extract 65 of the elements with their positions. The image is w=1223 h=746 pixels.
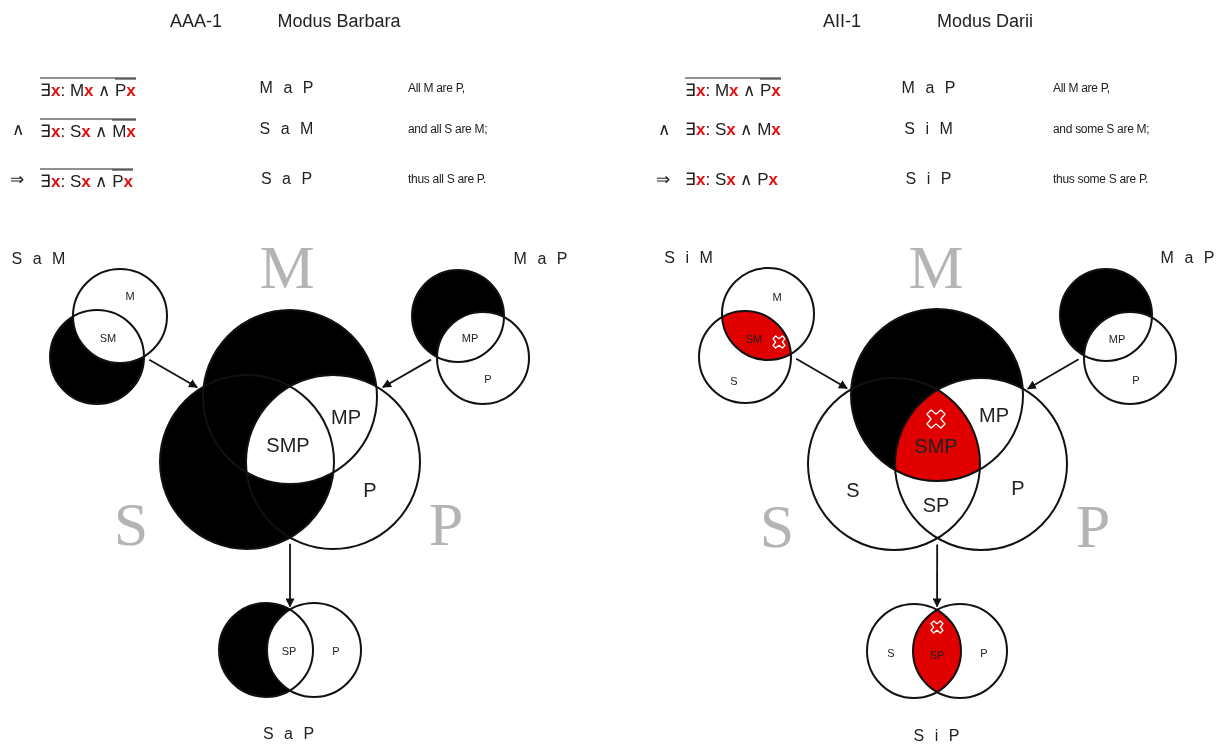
formula: ∃x: Sx ∧ Px: [40, 168, 133, 190]
region-label: MP: [1108, 333, 1126, 345]
region-label: SP: [281, 645, 297, 657]
region-label: P: [363, 480, 377, 500]
heading: AII-1: [823, 12, 861, 30]
sentence: All M are P,: [1053, 82, 1110, 94]
operator-symbol: ⇒: [656, 170, 670, 188]
region-label: P: [980, 647, 988, 659]
region-label: SMP: [914, 436, 958, 456]
venn-heading: S a M: [11, 251, 69, 267]
region-label: P: [484, 373, 492, 385]
region-label: SM: [745, 333, 763, 345]
region-label: MP: [979, 405, 1009, 425]
formula: ∃x: Sx ∧ Px: [685, 170, 778, 188]
operator-symbol: ⇒: [10, 170, 24, 188]
region-label: P: [332, 645, 340, 657]
region-label: SM: [99, 332, 117, 344]
heading: Modus Barbara: [277, 12, 401, 30]
heading: Modus Darii: [937, 12, 1033, 30]
venn-heading: M a P: [513, 251, 571, 267]
region-label: SP: [929, 649, 945, 661]
set-letter: M: [908, 236, 964, 298]
region-label: S: [846, 480, 860, 500]
operator-symbol: ∧: [658, 120, 670, 138]
formula: ∃x: Sx ∧ Mx: [40, 118, 136, 140]
proposition-label: S i P: [905, 171, 955, 187]
arrow: [285, 542, 295, 608]
set-letter: S: [759, 495, 795, 557]
arrow: [381, 358, 432, 389]
formula: ∃x: Mx ∧ Px: [685, 77, 781, 99]
formula: ∃x: Mx ∧ Px: [40, 77, 136, 99]
region-label: P: [1132, 374, 1140, 386]
proposition-label: S i M: [904, 121, 956, 137]
arrow: [148, 358, 198, 389]
region-label: P: [1011, 478, 1025, 498]
region-label: M: [772, 291, 782, 303]
set-letter: P: [428, 493, 464, 555]
region-label: S: [730, 375, 738, 387]
region-label: MP: [331, 407, 361, 427]
venn-heading: S i M: [664, 250, 716, 266]
venn-heading: M a P: [1160, 250, 1218, 266]
heading: AAA-1: [170, 12, 222, 30]
proposition-label: S a P: [260, 171, 316, 187]
region-label: M: [125, 290, 135, 302]
region-label: S: [887, 647, 895, 659]
formula: ∃x: Sx ∧ Mx: [685, 120, 781, 138]
operator-symbol: ∧: [12, 120, 24, 138]
set-letter: S: [113, 493, 149, 555]
arrow: [932, 543, 942, 608]
proposition-label: M a P: [901, 80, 959, 96]
region-label: SMP: [266, 435, 310, 455]
venn-heading: S a P: [262, 726, 318, 742]
set-letter: P: [1075, 495, 1111, 557]
proposition-label: S a M: [259, 121, 317, 137]
region-label: SP: [922, 495, 950, 515]
region-label: MP: [461, 332, 479, 344]
set-letter: M: [259, 236, 315, 298]
sentence: All M are P,: [408, 82, 465, 94]
arrow: [795, 357, 848, 390]
sentence: and all S are M;: [408, 123, 488, 135]
sentence: and some S are M;: [1053, 123, 1150, 135]
sentence: thus some S are P.: [1053, 173, 1149, 185]
proposition-label: M a P: [259, 80, 317, 96]
sentence: thus all S are P.: [408, 173, 487, 185]
venn-heading: S i P: [913, 728, 963, 744]
